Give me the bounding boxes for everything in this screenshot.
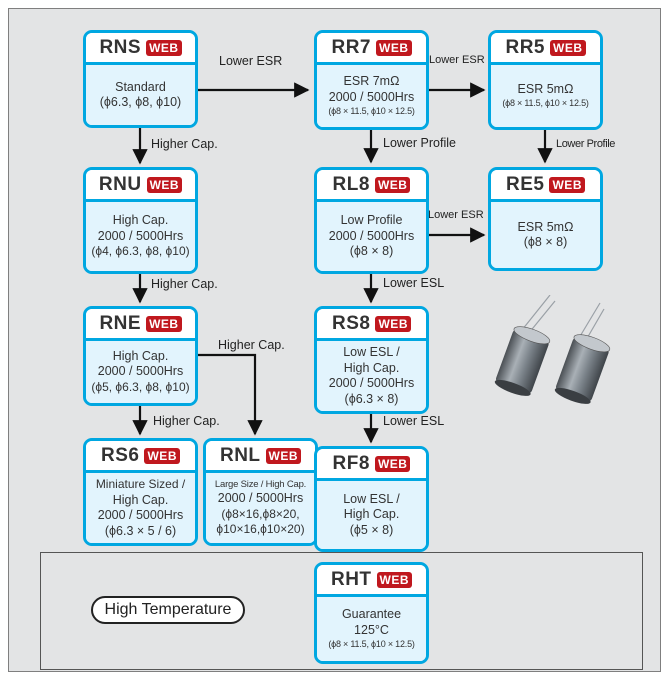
node-line: (ϕ8×16,ϕ8×20, — [221, 506, 300, 521]
node-title: RF8 — [332, 452, 370, 474]
web-badge[interactable]: WEB — [144, 447, 180, 464]
arrow-rne-rnl — [198, 353, 263, 436]
node-line: (ϕ8 × 8) — [523, 235, 568, 249]
node-title: RHT — [330, 568, 372, 590]
web-badge[interactable]: WEB — [375, 315, 411, 332]
node-line: ESR 7mΩ — [343, 74, 400, 88]
node-line: ESR 5mΩ — [517, 81, 574, 96]
node-title: RNS — [99, 36, 142, 58]
node-title: RS6 — [101, 444, 140, 466]
node-line: (ϕ6.3 × 5 / 6) — [104, 523, 177, 538]
node-line: 2000 / 5000Hrs — [217, 491, 304, 506]
node-line: (ϕ8 × 11.5, ϕ10 × 12.5) — [328, 106, 415, 116]
node-line: Low ESL / — [343, 491, 400, 506]
label-rns-rr7: Lower ESR — [219, 54, 283, 68]
node-title: RR7 — [331, 36, 371, 58]
node-line: Low Profile — [340, 213, 403, 228]
node-line: High Cap. — [343, 360, 400, 375]
node-line: Guarantee — [341, 607, 402, 621]
label-rnu-rne: Higher Cap. — [151, 277, 218, 291]
node-line: (ϕ4, ϕ6.3, ϕ8, ϕ10) — [91, 244, 190, 259]
node-line: High Cap. — [343, 507, 400, 522]
web-badge[interactable]: WEB — [374, 176, 411, 193]
web-badge[interactable]: WEB — [146, 39, 182, 56]
node-line: (ϕ5, ϕ6.3, ϕ8, ϕ10) — [91, 379, 190, 394]
node-title: RNL — [219, 444, 261, 466]
node-line: (ϕ8 × 11.5, ϕ10 × 12.5) — [502, 98, 589, 109]
node-line: ESR 5mΩ — [517, 219, 574, 234]
web-badge[interactable]: WEB — [549, 176, 585, 193]
label-rl8-re5: Lower ESR — [428, 209, 484, 221]
web-badge[interactable]: WEB — [146, 176, 183, 193]
label-rne-rs6: Higher Cap. — [153, 414, 220, 428]
node-line: 125°C — [354, 622, 389, 637]
label-rr5-re5: Lower Profile — [556, 138, 615, 150]
node-title: RE5 — [506, 173, 545, 195]
web-badge[interactable]: WEB — [265, 447, 302, 464]
high-temperature-section — [40, 552, 643, 670]
node-line: 2000 / 5000Hrs — [97, 228, 184, 243]
node-line: 2000 / 5000Hrs — [328, 376, 415, 390]
web-badge[interactable]: WEB — [146, 315, 182, 332]
node-line: Low ESL / — [343, 345, 400, 359]
label-rns-rnu: Higher Cap. — [151, 137, 218, 151]
node-line: ϕ10×16,ϕ10×20) — [216, 522, 305, 537]
node-title: RS8 — [332, 312, 371, 334]
node-line: 2000 / 5000Hrs — [328, 89, 415, 104]
node-line: Miniature Sized / — [95, 477, 186, 491]
node-title: RL8 — [332, 173, 370, 195]
node-line: Standard — [115, 79, 166, 94]
node-title: RNU — [98, 173, 142, 195]
high-temperature-label: High Temperature — [91, 596, 245, 624]
node-line: 2000 / 5000Hrs — [97, 508, 184, 522]
node-line: High Cap. — [112, 492, 169, 507]
label-rs8-rf8: Lower ESL — [383, 414, 445, 428]
node-rr7[interactable]: RR7 WEB ESR 7mΩ 2000 / 5000Hrs (ϕ8 × 11.5… — [314, 30, 429, 130]
node-line: High Cap. — [112, 213, 169, 228]
node-line: 2000 / 5000Hrs — [97, 364, 184, 379]
web-badge[interactable]: WEB — [376, 571, 413, 588]
node-title: RNE — [99, 312, 142, 334]
capacitor-photo — [494, 295, 611, 404]
node-title: RR5 — [505, 36, 545, 58]
node-line: (ϕ8 × 11.5, ϕ10 × 12.5) — [328, 639, 415, 649]
node-line: (ϕ8 × 8) — [349, 244, 394, 259]
node-line: (ϕ6.3 × 8) — [344, 391, 399, 406]
web-badge[interactable]: WEB — [374, 455, 411, 472]
node-line: Large Size / High Cap. — [214, 479, 307, 491]
label-rr7-rl8: Lower Profile — [383, 136, 456, 150]
node-line: (ϕ5 × 8) — [349, 522, 394, 537]
web-badge[interactable]: WEB — [550, 39, 586, 56]
label-rr7-rr5: Lower ESR — [429, 54, 485, 66]
label-rne-rnl: Higher Cap. — [218, 338, 285, 352]
label-rl8-rs8: Lower ESL — [383, 276, 445, 290]
web-badge[interactable]: WEB — [376, 39, 412, 56]
node-rr5[interactable]: RR5 WEB ESR 5mΩ (ϕ8 × 11.5, ϕ10 × 12.5) — [488, 30, 603, 130]
node-line: High Cap. — [112, 348, 169, 363]
node-line: (ϕ6.3, ϕ8, ϕ10) — [99, 95, 182, 109]
node-line: 2000 / 5000Hrs — [328, 228, 415, 243]
